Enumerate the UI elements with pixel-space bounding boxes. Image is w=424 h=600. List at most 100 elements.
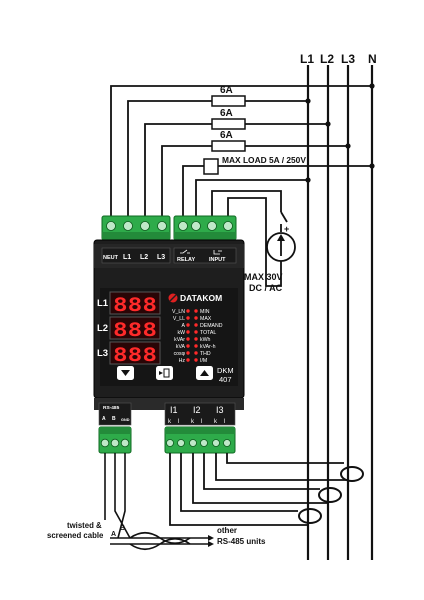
display-row-label-l1: L1 [97,298,109,309]
bottom-terminal-label-plates [98,402,236,426]
relay-load-box [203,158,219,175]
indicator-label: TOTAL [200,330,216,336]
ct-i1-label: I1 [170,405,178,415]
indicator-label: DEMAND [200,323,223,329]
svg-text:l: l [224,419,225,425]
line-label-l1: L1 [300,52,314,66]
enter-icon [159,368,170,378]
seg-window-3 [109,341,161,365]
relay-max-load-label: MAX LOAD 5A / 250V [222,155,306,165]
indicator-label: kVAr-h [200,344,216,350]
ct-wiring [169,453,348,526]
seg-window-1 [109,291,161,315]
indicator-label: A [182,323,186,329]
rs485-cable [104,453,208,551]
bus-lines [306,65,374,560]
input-max-voltage-label: MAX 30V [244,272,283,282]
svg-text:+: + [284,224,289,234]
fuse-1-label: 6A [220,85,233,96]
cable-b-label: B [120,525,125,532]
chevron-up-icon [200,370,209,376]
terminal-l3-label: L3 [157,254,165,261]
svg-text:k: k [168,419,172,425]
indicator-label: I/M [200,358,207,364]
fuse-3 [211,140,246,152]
fuse-3-label: 6A [220,130,233,141]
seg-digits-1: 888 [113,294,157,316]
other-units-line2: RS-485 units [217,537,266,546]
display-row-label-l3: L3 [97,348,108,359]
terminal-relay-label: RELAY [177,257,195,263]
terminal-l2-label: L2 [140,254,148,261]
ct-ring-l1 [298,508,322,524]
brand-name: DATAKOM [180,293,222,303]
display-row-label-l2: L2 [97,323,108,334]
arrow-right-icon [208,535,214,541]
bottom-terminal-block-ct [164,426,236,454]
fuse-1 [211,95,246,107]
model-number: 407 [219,375,232,384]
fuse-2-label: 6A [220,108,233,119]
voltage-wiring [110,85,372,287]
terminal-neut-label: NEUT [103,255,119,261]
line-label-l2: L2 [320,52,334,66]
rs485-gnd-label: GND [121,418,130,422]
rs485-a-label: A [102,416,106,422]
terminal-input-label: INPUT [209,257,226,263]
input-symbol-icon [213,250,222,255]
relay-symbol-icon [180,249,190,254]
ct-kl-labels: k l k l k l [168,419,225,425]
svg-text:l: l [201,419,202,425]
seg-digits-2: 888 [113,319,157,341]
indicator-leds [186,309,198,362]
current-source-icon: + [266,224,296,262]
indicator-label: THD [200,351,211,357]
datakom-logo-icon [168,293,178,303]
indicator-label: V_LN [172,309,185,315]
indicator-label: V_LL [173,316,185,322]
indicator-label: kVAr [174,337,185,343]
top-terminal-block-left [101,215,171,241]
menu-button[interactable] [156,366,173,380]
indicator-label: kW [178,330,186,336]
chevron-down-icon [121,370,130,376]
cable-a-label: A [111,531,116,538]
model-name: DKM [217,366,234,375]
terminal-l1-label: L1 [123,254,131,261]
indicator-label: Hz [179,358,186,364]
svg-text:k: k [214,419,218,425]
ct-i2-label: I2 [193,405,201,415]
down-button[interactable] [117,366,134,380]
line-label-n: N [368,52,377,66]
left-indicator-labels: V_LN V_LL A kW kVAr kVA cosφ Hz [172,309,186,364]
fuse-2 [211,118,246,130]
switch-icon [280,204,288,232]
other-units-line1: other [217,526,237,535]
top-terminal-block-right [173,215,237,241]
indicator-label: cosφ [174,351,186,357]
right-indicator-labels: MIN MAX DEMAND TOTAL kWh kVAr-h THD I/M [200,309,223,364]
svg-text:l: l [178,419,179,425]
svg-text:k: k [191,419,195,425]
arrow-right-icon [208,541,214,547]
rs485-b-label: B [112,416,116,422]
ct-i3-label: I3 [216,405,224,415]
current-transformer-rings [298,466,364,524]
ct-ring-l2 [318,487,342,503]
indicator-label: MIN [200,309,210,315]
rs485-label: RS-485 [103,405,120,411]
seg-digits-3: 888 [113,344,157,366]
up-button[interactable] [196,366,213,380]
ct-ring-l3 [340,466,364,482]
bottom-terminal-block-rs485 [98,426,132,454]
cable-note-line2: screened cable [47,531,104,540]
seg-window-2 [109,316,161,340]
line-label-l3: L3 [341,52,355,66]
indicator-label: MAX [200,316,212,322]
cable-note-line1: twisted & [67,521,102,530]
indicator-label: kVA [176,344,186,350]
junction-dots [305,83,375,183]
indicator-label: kWh [200,337,210,343]
input-type-label: DC / AC [249,283,283,293]
